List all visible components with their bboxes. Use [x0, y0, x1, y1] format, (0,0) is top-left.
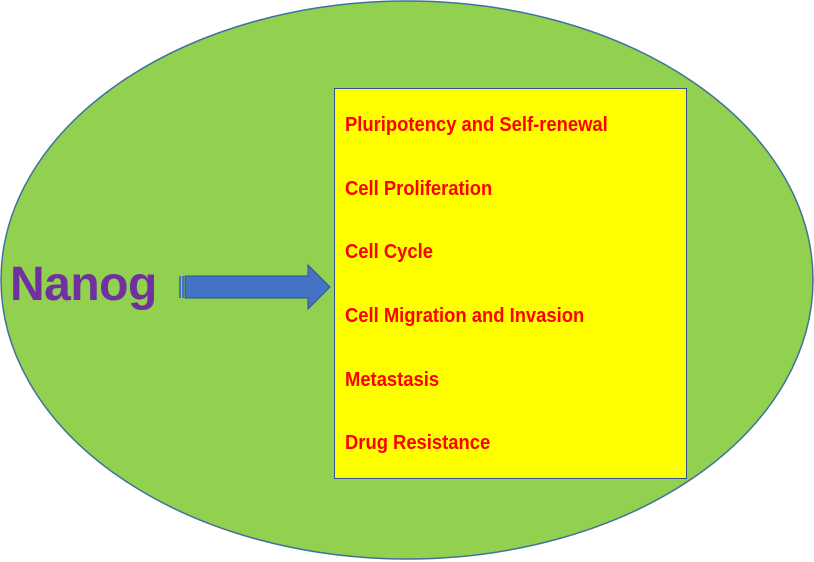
right-arrow-icon [179, 263, 331, 311]
nanog-label: Nanog [10, 258, 157, 311]
effect-item: Cell Proliferation [345, 178, 493, 200]
effect-item: Cell Migration and Invasion [345, 305, 585, 327]
effect-item: Metastasis [345, 369, 440, 391]
effect-item: Pluripotency and Self-renewal [345, 114, 608, 136]
effect-item: Drug Resistance [345, 432, 491, 454]
effect-item: Cell Cycle [345, 241, 433, 263]
effects-box: Pluripotency and Self-renewal Cell Proli… [334, 88, 687, 479]
